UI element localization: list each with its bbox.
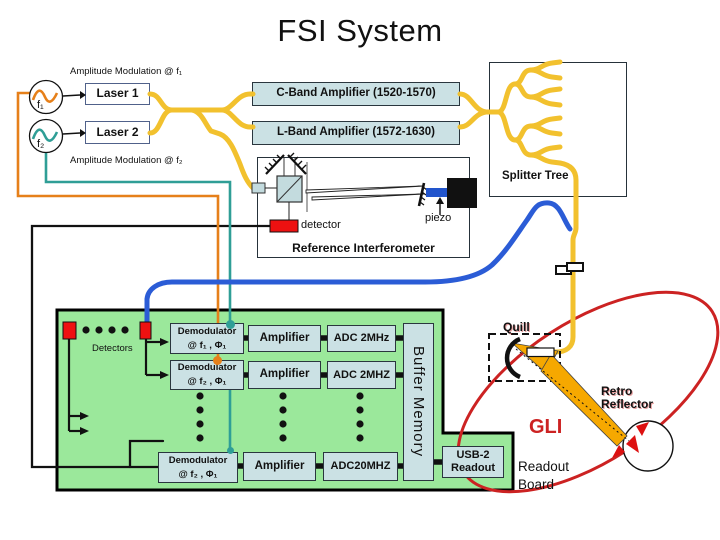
f2-reference-wire [44,150,232,326]
detector-label: detector [301,219,341,231]
adc2-box: ADC 2MHZ [327,361,396,389]
demodulator1-freq: @ f₁ , Φ₁ [187,339,227,351]
am-f1-label: Amplitude Modulation @ f₁ [70,66,183,77]
quill-dashed-outline [488,333,561,382]
piezo-actuator [426,188,447,197]
reference-detector [269,219,299,233]
demodulator1-title: Demodulator [177,325,237,337]
reference-interferometer-box [257,157,470,258]
arrow-to-laser2 [80,129,86,137]
l-band-amplifier-box: L-Band Amplifier (1572-1630) [252,121,460,145]
detector-array-right [139,321,152,340]
f1-tap-dot [212,355,222,365]
readout-board-caption-line1: Readout [518,459,570,474]
quill-lens-arc [504,336,521,380]
demodulator3-freq: @ f₂ , Φ₁ [178,468,218,480]
amplifier3-box: Amplifier [243,452,316,481]
laser2-label: Laser 2 [96,124,139,139]
demodulator3-title: Demodulator [168,454,228,466]
piezo-pointer-arrow [436,197,444,204]
c-band-label: C-Band Amplifier (1520-1570) [276,87,436,100]
amplifier2-label: Amplifier [259,368,310,381]
f2-end-dot [226,447,234,454]
retro-reflector-label: Retro Reflector [601,385,653,411]
quill-label: Quill [503,320,530,334]
demodulator2-title: Demodulator [177,362,237,374]
gli-label: GLI [529,416,563,438]
fold-mirror [265,154,307,175]
arrow-to-laser1 [80,91,86,99]
fiber-input-port [251,182,266,194]
osc-f2-label: f₂ [37,138,45,150]
retro-label-line2: Reflector [601,397,654,411]
quill-assembly [488,333,649,458]
oscillators [28,79,86,154]
adc3-label: ADC20MHZ [330,460,391,473]
adc1-label: ADC 2MHz [333,332,390,345]
mirror-mount-block [447,178,477,208]
amplifier1-label: Amplifier [259,331,310,344]
l-band-label: L-Band Amplifier (1572-1630) [276,126,436,139]
c-band-amplifier-box: C-Band Amplifier (1520-1570) [252,82,460,106]
buffer-memory-box: Buffer Memory [403,323,434,481]
board-detectors [62,321,169,435]
retro-reflector-circle [622,420,674,472]
laser1-label: Laser 1 [96,86,139,101]
beam-path [305,185,425,194]
am-f2-label: Amplitude Modulation @ f₂ [70,155,183,166]
laser2-box: Laser 2 [85,121,150,144]
usb-label-line1: USB-2 [456,449,490,462]
reference-interferometer-optics [251,152,477,233]
optical-fibers [147,59,579,355]
readout-board-caption-line2: Board [518,477,555,492]
fiber-connector [555,262,584,275]
amplifier1-box: Amplifier [248,325,321,352]
continuation-dots [196,392,364,442]
readout-board-outline [55,308,515,492]
reference-interferometer-title: Reference Interferometer [292,241,435,255]
piezo-label: piezo [425,212,452,224]
branch-step-wire [128,439,165,469]
buffer-memory-label: Buffer Memory [410,346,428,458]
motion-arrowheads [612,422,649,458]
f2-tap-dot [225,319,235,329]
laser1-box: Laser 1 [85,83,150,105]
demodulator2-box: Demodulator @ f₂ , Φ₁ [170,360,244,390]
retro-label-line1: Retro [601,384,633,398]
osc-f1-label: f₁ [37,99,44,111]
amplifier2-box: Amplifier [248,361,321,389]
sine-wave-f2-icon [31,128,59,142]
page-title: FSI System [277,13,443,48]
reference-detector-wire [30,224,272,469]
adc1-box: ADC 2MHz [327,325,396,352]
demodulator2-freq: @ f₂ , Φ₁ [187,376,227,387]
sine-wave-f1-icon [31,89,59,103]
splitter-tree-label: Splitter Tree [502,170,569,182]
adc3-box: ADC20MHZ [323,452,398,481]
amplifier3-label: Amplifier [254,459,305,472]
f1-reference-wire [16,91,220,359]
beam-path-return [311,193,425,201]
measurement-beam [540,353,628,447]
signal-wires [16,91,573,469]
usb-readout-box: USB-2 Readout [442,446,504,478]
usb-label-line2: Readout [451,462,495,474]
detectors-label: Detectors [92,343,133,354]
adc2-label: ADC 2MHZ [333,368,390,381]
detector-array-left [62,321,77,340]
gli-signal-wire [144,200,573,325]
demodulator3-box: Demodulator @ f₂ , Φ₁ [158,452,238,483]
fiber-ferrule [526,347,555,358]
